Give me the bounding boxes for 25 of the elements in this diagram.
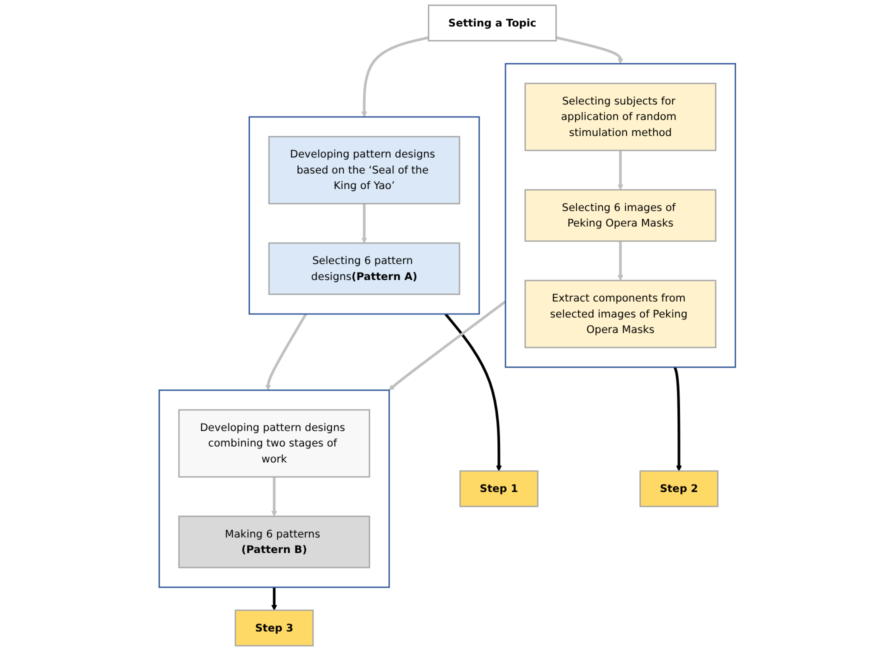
node-box: Setting a Topic [428,4,556,42]
node-box: Making 6 patterns (Pattern B) [178,516,370,568]
node-box: Selecting subjects for application of random stimulation method [524,82,716,152]
arrow [673,366,682,472]
arrow [617,150,623,190]
arrow [264,313,307,390]
node-box: Selecting 6 images of Peking Opera Masks [524,189,716,242]
cluster [158,390,390,588]
arrow [444,313,502,472]
node-box: Step 3 [234,610,314,646]
arrow [555,36,623,64]
arrow [361,36,429,118]
cluster [248,116,480,315]
node-box: Step 1 [459,470,538,508]
arrow [271,587,277,611]
node-box: Extract components from selected images of Peking Opera Masks [524,280,716,348]
arrow [388,300,506,390]
arrow [361,204,367,244]
node-box: Step 2 [639,470,718,508]
cluster [504,63,736,368]
node-box: Developing pattern designs combining two stages of work [178,409,370,478]
arrow [271,476,277,517]
node-box: Developing pattern designs based on the ‘Seal of the King of Yao’ [268,136,460,204]
arrow [617,241,623,281]
node-box: Selecting 6 pattern designs(Pattern A) [268,242,460,295]
